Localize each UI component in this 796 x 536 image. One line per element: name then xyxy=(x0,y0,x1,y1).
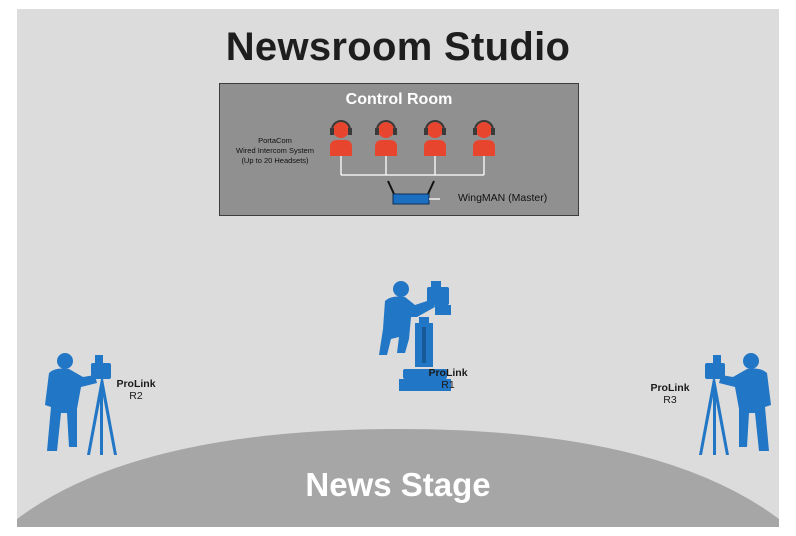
camera-operator-r2-icon xyxy=(45,353,117,455)
intercom-label-line: Wired Intercom System xyxy=(236,146,314,155)
headset-operator-icon xyxy=(473,120,495,156)
camera-name: ProLink xyxy=(428,367,468,379)
camera-operator-r3-icon xyxy=(699,353,771,455)
intercom-label-line: PortaCom xyxy=(258,136,292,145)
master-station-label: WingMAN (Master) xyxy=(458,192,548,204)
camera-operator-r1-icon xyxy=(379,281,451,391)
control-room-box: Control Room PortaCom Wired Intercom Sys… xyxy=(219,83,579,216)
control-room-title: Control Room xyxy=(345,91,453,108)
camera-id: R1 xyxy=(441,379,455,391)
wingman-master-icon xyxy=(387,180,440,205)
intercom-wiring xyxy=(340,156,485,176)
camera-name: ProLink xyxy=(650,382,690,394)
diagram-canvas: Newsroom Studio xyxy=(17,9,779,527)
camera-name: ProLink xyxy=(116,378,156,390)
intercom-label-line: (Up to 20 Headsets) xyxy=(241,156,309,165)
headset-operator-icon xyxy=(424,120,446,156)
camera-id: R3 xyxy=(663,394,677,406)
intercom-system-label: PortaCom Wired Intercom System (Up to 20… xyxy=(226,136,324,166)
news-stage-label: News Stage xyxy=(305,466,491,503)
camera-label-r3: ProLink R3 xyxy=(635,382,705,406)
control-room-wiring xyxy=(330,120,495,205)
camera-label-r1: ProLink R1 xyxy=(413,367,483,391)
page-title: Newsroom Studio xyxy=(225,25,571,69)
camera-id: R2 xyxy=(129,390,143,402)
headset-operator-icon xyxy=(330,120,352,156)
headset-operator-icon xyxy=(375,120,397,156)
camera-label-r2: ProLink R2 xyxy=(101,378,171,402)
news-stage-area xyxy=(17,429,779,527)
